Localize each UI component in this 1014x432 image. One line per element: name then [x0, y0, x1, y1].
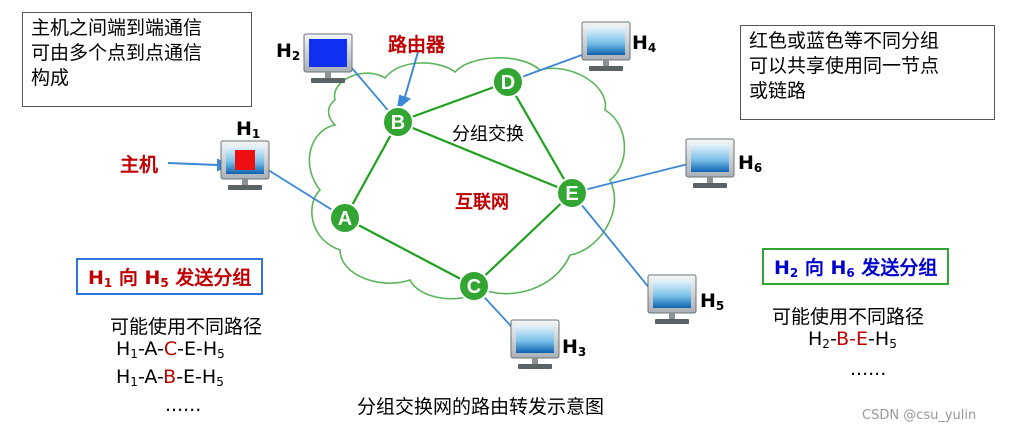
internet-label: 互联网: [455, 192, 509, 213]
left-path-1: H1-A-C-E-H5: [116, 338, 225, 361]
note-left: 主机之间端到端通信 可由多个点到点通信 构成: [22, 12, 252, 107]
right-path-more: ......: [850, 358, 887, 380]
host-h6-monitor: [685, 138, 735, 189]
note-right-line-2: 可以共享使用同一节点: [749, 55, 940, 77]
packet-switching-label: 分组交换: [452, 124, 524, 145]
host-label: 主机: [120, 154, 159, 176]
note-right: 红色或蓝色等不同分组 可以共享使用同一节点 或链路: [740, 25, 995, 120]
host-h5-monitor: [647, 274, 697, 325]
router-node-a: A: [329, 202, 361, 234]
node-label-c: C: [467, 276, 481, 298]
note-right-line-3: 或链路: [749, 80, 807, 102]
right-path-1: H2-B-E-H5: [808, 328, 897, 351]
host-h1-label: H1: [236, 118, 261, 141]
node-label-b: B: [391, 112, 405, 134]
host-h1-monitor: [220, 140, 270, 191]
link-d-e: [507, 81, 573, 194]
link-a-c: [344, 217, 475, 287]
host-pointer-arrow: [167, 162, 219, 166]
host-h6-label: H6: [738, 152, 763, 175]
node-label-e: E: [565, 183, 578, 205]
left-path-more: ......: [165, 394, 202, 416]
host-h3-monitor: [510, 319, 560, 370]
host-h2-monitor: [303, 33, 353, 84]
diagram-caption: 分组交换网的路由转发示意图: [357, 396, 605, 418]
router-pointer-arrow: [403, 51, 419, 101]
right-panel-subtitle: 可能使用不同路径: [772, 306, 925, 328]
watermark: CSDN @csu_yulin: [862, 408, 977, 423]
node-label-d: D: [501, 72, 515, 94]
host-h4-monitor: [581, 21, 631, 72]
node-label-a: A: [338, 208, 352, 230]
router-pointer-arrowhead: [396, 94, 412, 111]
router-label: 路由器: [388, 34, 446, 56]
left-path-2: H1-A-B-E-H5: [116, 366, 224, 389]
link-h6-e: [571, 162, 693, 194]
right-panel-title: H2 向 H6 发送分组: [762, 248, 950, 285]
router-node-e: E: [556, 177, 588, 209]
link-b-e: [397, 120, 573, 195]
link-b-a: [344, 121, 399, 219]
note-right-line-1: 红色或蓝色等不同分组: [749, 30, 940, 52]
router-node-b: B: [382, 106, 414, 138]
link-c-e: [473, 192, 573, 287]
host-h5-label: H5: [700, 290, 725, 313]
host-h2-label: H2: [276, 40, 301, 63]
left-panel-title: H1 向 H5 发送分组: [76, 258, 264, 295]
note-left-line-1: 主机之间端到端通信: [31, 17, 203, 39]
note-left-line-2: 可由多个点到点通信: [31, 42, 203, 64]
router-node-d: D: [492, 66, 524, 98]
host-h3-label: H3: [562, 336, 587, 359]
router-node-c: C: [458, 270, 490, 302]
link-b-d: [397, 80, 509, 124]
note-left-line-3: 构成: [31, 67, 70, 89]
link-h5-e: [571, 192, 656, 296]
left-panel-subtitle: 可能使用不同路径: [110, 316, 263, 338]
host-h4-label: H4: [632, 32, 657, 55]
